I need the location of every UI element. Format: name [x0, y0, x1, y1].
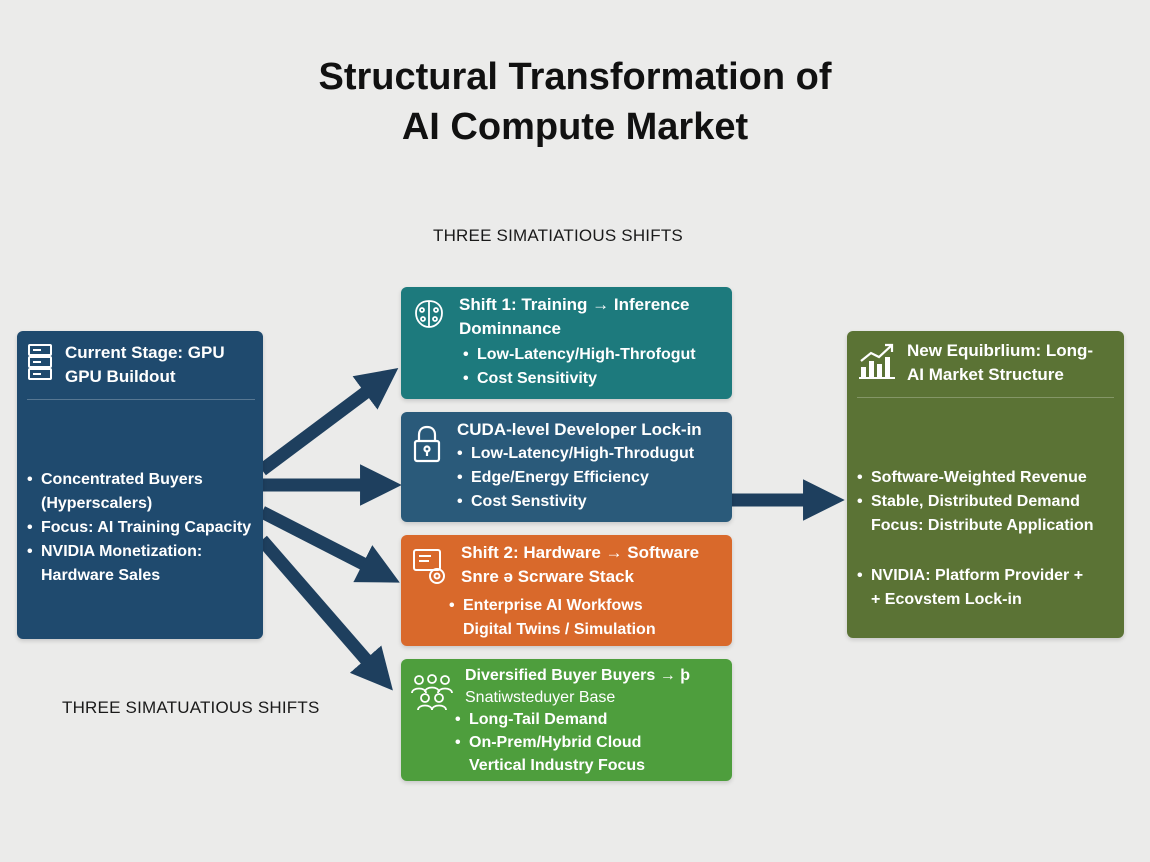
diversified-box: Diversified Buyer Buyers → þ Snatiwstedu… [401, 659, 732, 781]
lockin-list: Low-Latency/High-Throdugut Edge/Energy E… [457, 442, 702, 514]
title-line-2: AI Compute Market [401, 106, 749, 148]
lock-icon [411, 424, 443, 469]
title-line-1: Structural Transformation of [318, 56, 832, 98]
divider [857, 397, 1114, 398]
shift2-heading-2: Snre ə Scrware Stack [461, 567, 634, 586]
list-item: Focus: AI Training Capacity [27, 516, 255, 540]
list-item: + Ecovstem Lock-in [871, 591, 1022, 608]
shift1-box: Shift 1: Training → Inference Dominnance… [401, 287, 732, 399]
current-heading-2: GPU Buildout [65, 367, 176, 386]
list-item: Concentrated Buyers [27, 468, 255, 492]
arrow-to-shift2 [259, 506, 400, 583]
list-item: Stable, Distributed Demand [857, 490, 1114, 514]
list-item: Focus: Distribute Application [871, 517, 1094, 534]
list-item: NVIDIA Monetization: [27, 540, 255, 564]
diversified-heading-1: Diversified Buyer Buyers → þ [465, 667, 690, 684]
people-group-icon [409, 671, 455, 716]
divider [27, 399, 255, 400]
software-gear-icon [411, 547, 449, 592]
current-list: Concentrated Buyers (Hyperscalers) Focus… [27, 468, 255, 588]
list-item: Vertical Industry Focus [469, 757, 646, 774]
equilibrium-list: Software-Weighted Revenue Stable, Distri… [857, 466, 1114, 612]
list-item: NVIDIA: Platform Provider + [857, 564, 1114, 588]
brain-circuit-icon [411, 297, 447, 338]
shifts-label-top: THREE SIMATIATIOUS SHIFTS [433, 226, 683, 245]
arrow-to-diversified [257, 535, 393, 691]
shift2-box: Shift 2: Hardware → Software Snre ə Scrw… [401, 535, 732, 646]
list-item: Cost Sensitivity [463, 367, 722, 391]
list-item: Hardware Sales [41, 567, 161, 584]
current-stage-box: Current Stage: GPU GPU Buildout Concentr… [17, 331, 263, 639]
equilibrium-heading-1: New Equibrlium: Long- [907, 341, 1094, 360]
list-item: On-Prem/Hybrid Cloud [455, 731, 722, 754]
list-item: Cost Senstivity [457, 490, 702, 514]
current-heading-1: Current Stage: GPU [65, 343, 225, 362]
list-item: Digital Twins / Simulation [463, 621, 656, 638]
list-item: Software-Weighted Revenue [857, 466, 1114, 490]
list-item: (Hyperscalers) [41, 495, 153, 512]
page-title: Structural Transformation of AI Compute … [0, 52, 1150, 152]
list-item: Enterprise AI Workfows [449, 594, 722, 618]
diversified-list: Long-Tail Demand On-Prem/Hybrid Cloud Ve… [455, 708, 722, 777]
shift1-list: Low-Latency/High-Throfogut Cost Sensitiv… [463, 343, 722, 391]
shift2-list: Enterprise AI Workfows Digital Twins / S… [449, 594, 722, 642]
equilibrium-heading-2: AI Market Structure [907, 365, 1064, 384]
equilibrium-box: New Equibrlium: Long- AI Market Structur… [847, 331, 1124, 638]
shift2-heading-1: Shift 2: Hardware → Software [461, 543, 700, 562]
arrow-to-shift1 [258, 368, 399, 476]
list-item: Low-Latency/High-Throfogut [463, 343, 722, 367]
diversified-heading-2: Snatiwsteduyer Base [465, 689, 616, 706]
growth-chart-icon [857, 341, 897, 386]
lockin-heading: CUDA-level Developer Lock-in [457, 420, 702, 439]
list-item: Long-Tail Demand [455, 708, 722, 731]
server-icon [27, 343, 55, 388]
shift1-heading-2: Dominnance [459, 319, 562, 338]
shifts-label-bottom: THREE SIMATUATIOUS SHIFTS [62, 698, 320, 717]
list-item: Edge/Energy Efficiency [457, 466, 702, 490]
list-item: Low-Latency/High-Throdugut [457, 442, 702, 466]
lockin-box: CUDA-level Developer Lock-in Low-Latency… [401, 412, 732, 522]
shift1-heading-1: Shift 1: Training → Inference [459, 295, 690, 314]
